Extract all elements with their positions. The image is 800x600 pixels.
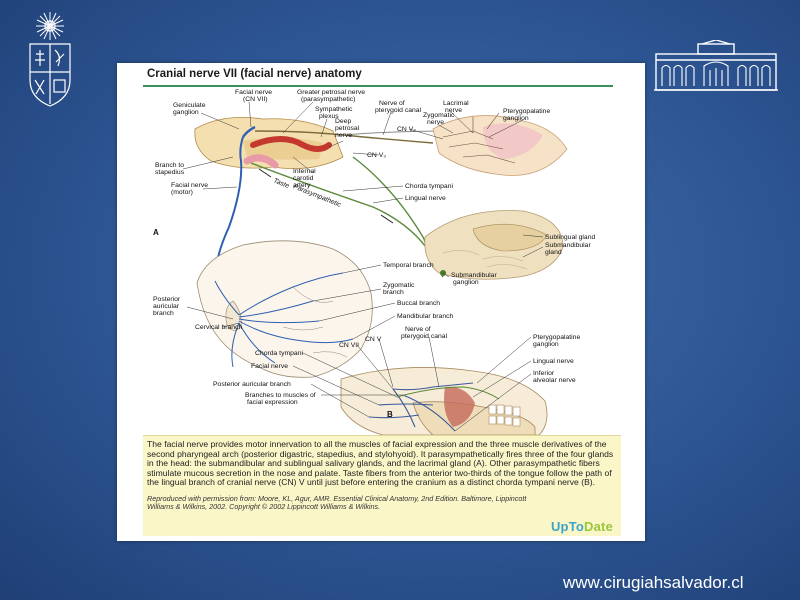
label-facial-nerve-motor: Facial nerve(motor) — [171, 182, 208, 196]
panel-label-b: B — [387, 410, 393, 419]
facial-nerve-proximal — [242, 125, 256, 138]
figure-title: Cranial nerve VII (facial nerve) anatomy — [147, 68, 362, 80]
label-sublingual-gland: Sublingual gland — [545, 234, 595, 241]
ear-a — [225, 300, 242, 331]
label-cn-v2: CN V₂ — [397, 126, 416, 133]
figure-caption: The facial nerve provides motor innervat… — [143, 435, 621, 536]
facial-nerve-motor-path — [214, 136, 244, 282]
uptodate-logo: UpToDate — [551, 519, 613, 534]
label-cn-v3: CN V₃ — [367, 152, 386, 159]
label-posterior-auricular-b: Posterior auricular branch — [213, 381, 291, 388]
caption-credit: Reproduced with permission from: Moore, … — [147, 494, 527, 512]
label-cn-v-b: CN V — [365, 336, 382, 343]
taste-arrow — [258, 168, 272, 178]
label-cervical-branch: Cervical branch — [195, 324, 242, 331]
label-facial-nerve-b: Facial nerve — [251, 363, 288, 370]
parasymp-arrow — [380, 214, 394, 224]
figure-card: Cranial nerve VII (facial nerve) anatomy — [117, 63, 645, 541]
facial-nerve-illustration: Facial nerve(CN VII) Greater petrosal ne… — [153, 89, 595, 435]
leader-lines — [182, 101, 544, 432]
internal-carotid-artery — [250, 136, 332, 152]
caption-text: The facial nerve provides motor innervat… — [147, 439, 614, 488]
label-facial-nerve-cn7: Facial nerve(CN VII) — [235, 89, 272, 103]
sublingual-gland-shape — [472, 223, 548, 252]
masseter-b — [444, 386, 475, 427]
chorda-tympani-b — [396, 386, 500, 400]
label-lingual-nerve-b: Lingual nerve — [533, 358, 574, 365]
carotid-pink — [243, 154, 279, 169]
chorda-tympani-path — [250, 162, 434, 258]
label-mandibular-branch: Mandibular branch — [397, 313, 454, 320]
title-rule — [143, 85, 613, 87]
panel-label-a: A — [153, 228, 159, 237]
label-cn-vii-b: CN VII — [339, 342, 359, 349]
brand-part-b: Date — [584, 519, 613, 534]
brand-part-a: UpTo — [550, 519, 585, 534]
label-taste: Taste — [272, 177, 290, 190]
label-buccal-branch: Buccal branch — [397, 300, 440, 307]
label-greater-petrosal: Greater petrosal nerve(parasympathetic) — [297, 89, 365, 103]
label-chorda-tympani-b: Chorda tympani — [255, 350, 303, 357]
label-lingual-nerve-a: Lingual nerve — [405, 195, 446, 202]
label-chorda-tympani-a: Chorda tympani — [405, 183, 453, 190]
university-crest-logo — [29, 12, 71, 107]
label-temporal-branch: Temporal branch — [383, 262, 434, 269]
hospital-building-logo — [654, 40, 778, 91]
nerves-b — [368, 382, 474, 432]
footer-url: www.cirugiahsalvador.cl — [563, 573, 744, 592]
